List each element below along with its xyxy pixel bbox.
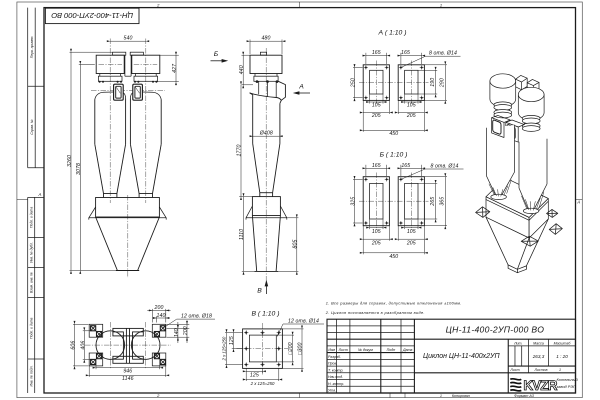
svg-text:1 : 20: 1 : 20 bbox=[556, 354, 568, 359]
svg-text:А: А bbox=[298, 83, 304, 90]
svg-text:3078: 3078 bbox=[76, 163, 82, 175]
svg-text:Подп: Подп bbox=[387, 348, 396, 352]
svg-text:165: 165 bbox=[401, 50, 410, 56]
svg-text:Инв. № дубл.: Инв. № дубл. bbox=[29, 242, 33, 263]
svg-text:Н. контр.: Н. контр. bbox=[328, 382, 344, 386]
svg-text:140: 140 bbox=[157, 313, 166, 319]
svg-text:8 отв. Ø14: 8 отв. Ø14 bbox=[429, 51, 457, 57]
svg-text:Справ. №: Справ. № bbox=[30, 119, 34, 135]
svg-text:1770: 1770 bbox=[237, 145, 243, 157]
svg-text:263,3: 263,3 bbox=[532, 354, 545, 359]
svg-text:ЦН-11-400-2УП-000 ВО: ЦН-11-400-2УП-000 ВО bbox=[446, 324, 545, 334]
svg-text:205: 205 bbox=[406, 113, 416, 119]
svg-text:А: А bbox=[38, 192, 42, 197]
svg-text:№ докум: № докум bbox=[358, 348, 373, 352]
svg-text:165: 165 bbox=[401, 163, 410, 169]
svg-text:12 отв. Ø14: 12 отв. Ø14 bbox=[288, 319, 319, 325]
svg-text:Изм: Изм bbox=[328, 348, 335, 352]
svg-text:8 отв. Ø14: 8 отв. Ø14 bbox=[431, 163, 459, 169]
svg-text:Подп. и дата: Подп. и дата bbox=[29, 207, 33, 228]
svg-text:1110: 1110 bbox=[239, 229, 245, 240]
svg-text:450: 450 bbox=[389, 254, 398, 260]
svg-text:1: 1 bbox=[440, 394, 442, 398]
svg-text:ЦН-11-400-2УП-000 ВО: ЦН-11-400-2УП-000 ВО bbox=[51, 11, 133, 20]
svg-text:606: 606 bbox=[71, 341, 77, 350]
svg-text:12 отв. Ø18: 12 отв. Ø18 bbox=[181, 313, 212, 319]
svg-text:Лит.: Лит. bbox=[513, 341, 522, 345]
svg-text:406: 406 bbox=[80, 341, 86, 350]
svg-text:2 x 125=250: 2 x 125=250 bbox=[250, 381, 275, 386]
svg-text:805: 805 bbox=[293, 240, 299, 249]
svg-text:165: 165 bbox=[372, 50, 381, 56]
svg-text:Б ( 1:10 ): Б ( 1:10 ) bbox=[380, 151, 408, 158]
svg-text:В ( 1:10 ): В ( 1:10 ) bbox=[252, 310, 280, 317]
svg-text:KVZR: KVZR bbox=[523, 378, 557, 393]
svg-text:125: 125 bbox=[229, 336, 235, 345]
svg-text:105: 105 bbox=[407, 103, 416, 109]
svg-text:Листов: Листов bbox=[533, 368, 547, 372]
svg-text:Лист: Лист bbox=[338, 348, 348, 352]
svg-text:А: А bbox=[576, 199, 580, 204]
svg-text:Взам. инв. №: Взам. инв. № bbox=[29, 272, 33, 293]
svg-text:946: 946 bbox=[123, 368, 132, 374]
svg-text:2 x 125=250: 2 x 125=250 bbox=[221, 336, 226, 361]
svg-text:205: 205 bbox=[406, 241, 416, 247]
svg-text:Разраб.: Разраб. bbox=[328, 355, 341, 359]
svg-text:А ( 1:10 ): А ( 1:10 ) bbox=[378, 30, 407, 37]
svg-text:1: 1 bbox=[559, 368, 561, 372]
svg-text:Копировал: Копировал bbox=[452, 394, 470, 398]
svg-text:190: 190 bbox=[430, 78, 436, 87]
svg-text:1146: 1146 bbox=[122, 376, 134, 382]
svg-text:440: 440 bbox=[239, 65, 245, 74]
svg-text:завод РЭП: завод РЭП bbox=[556, 384, 577, 389]
svg-text:Циклон ЦН-11-400х2УП: Циклон ЦН-11-400х2УП bbox=[423, 353, 501, 360]
svg-text:Котельный: Котельный bbox=[557, 377, 579, 382]
svg-text:3260: 3260 bbox=[67, 155, 73, 167]
svg-text:1. Все размеры для справок, до: 1. Все размеры для справок, допустимые о… bbox=[326, 301, 462, 306]
svg-text:540: 540 bbox=[124, 36, 133, 42]
svg-text:Ø408: Ø408 bbox=[259, 130, 273, 136]
svg-text:125: 125 bbox=[250, 373, 259, 379]
svg-text:200: 200 bbox=[154, 305, 164, 311]
svg-text:Утв.: Утв. bbox=[328, 389, 336, 393]
svg-text:□300: □300 bbox=[297, 342, 303, 354]
svg-text:2. Циклон поставляется в разоб: 2. Циклон поставляется в разобранном вид… bbox=[325, 310, 425, 315]
svg-text:Масштаб: Масштаб bbox=[554, 341, 572, 345]
svg-text:Лист: Лист bbox=[509, 368, 519, 372]
svg-text:Перв. примен.: Перв. примен. bbox=[30, 36, 34, 59]
svg-text:Б: Б bbox=[214, 51, 219, 58]
svg-text:Подп. и дата: Подп. и дата bbox=[29, 317, 33, 338]
svg-text:2: 2 bbox=[156, 393, 160, 398]
svg-text:Дата: Дата bbox=[402, 348, 412, 352]
svg-text:265: 265 bbox=[430, 197, 436, 207]
svg-text:480: 480 bbox=[262, 36, 271, 42]
svg-text:Инв. № подл.: Инв. № подл. bbox=[29, 365, 33, 386]
svg-text:□200: □200 bbox=[288, 342, 294, 354]
svg-text:105: 105 bbox=[372, 229, 381, 235]
svg-text:325: 325 bbox=[350, 197, 356, 206]
svg-text:205: 205 bbox=[371, 113, 381, 119]
svg-text:Формат А3: Формат А3 bbox=[514, 394, 534, 398]
svg-text:105: 105 bbox=[407, 229, 416, 235]
svg-text:Нач.отд.: Нач.отд. bbox=[328, 375, 343, 379]
svg-text:200: 200 bbox=[183, 326, 189, 336]
svg-text:427: 427 bbox=[172, 63, 178, 73]
svg-text:Масса: Масса bbox=[533, 341, 544, 345]
svg-text:Пров.: Пров. bbox=[328, 362, 337, 366]
svg-text:В: В bbox=[257, 288, 262, 295]
svg-text:140: 140 bbox=[174, 328, 180, 337]
svg-text:Т. контр.: Т. контр. bbox=[328, 368, 344, 372]
svg-text:290: 290 bbox=[440, 78, 446, 88]
svg-text:1: 1 bbox=[440, 3, 442, 8]
svg-text:450: 450 bbox=[389, 131, 398, 137]
svg-text:365: 365 bbox=[440, 197, 446, 206]
svg-text:2: 2 bbox=[156, 3, 160, 8]
svg-text:165: 165 bbox=[372, 163, 381, 169]
svg-text:250: 250 bbox=[350, 78, 356, 88]
svg-text:105: 105 bbox=[372, 103, 381, 109]
svg-text:205: 205 bbox=[371, 241, 381, 247]
